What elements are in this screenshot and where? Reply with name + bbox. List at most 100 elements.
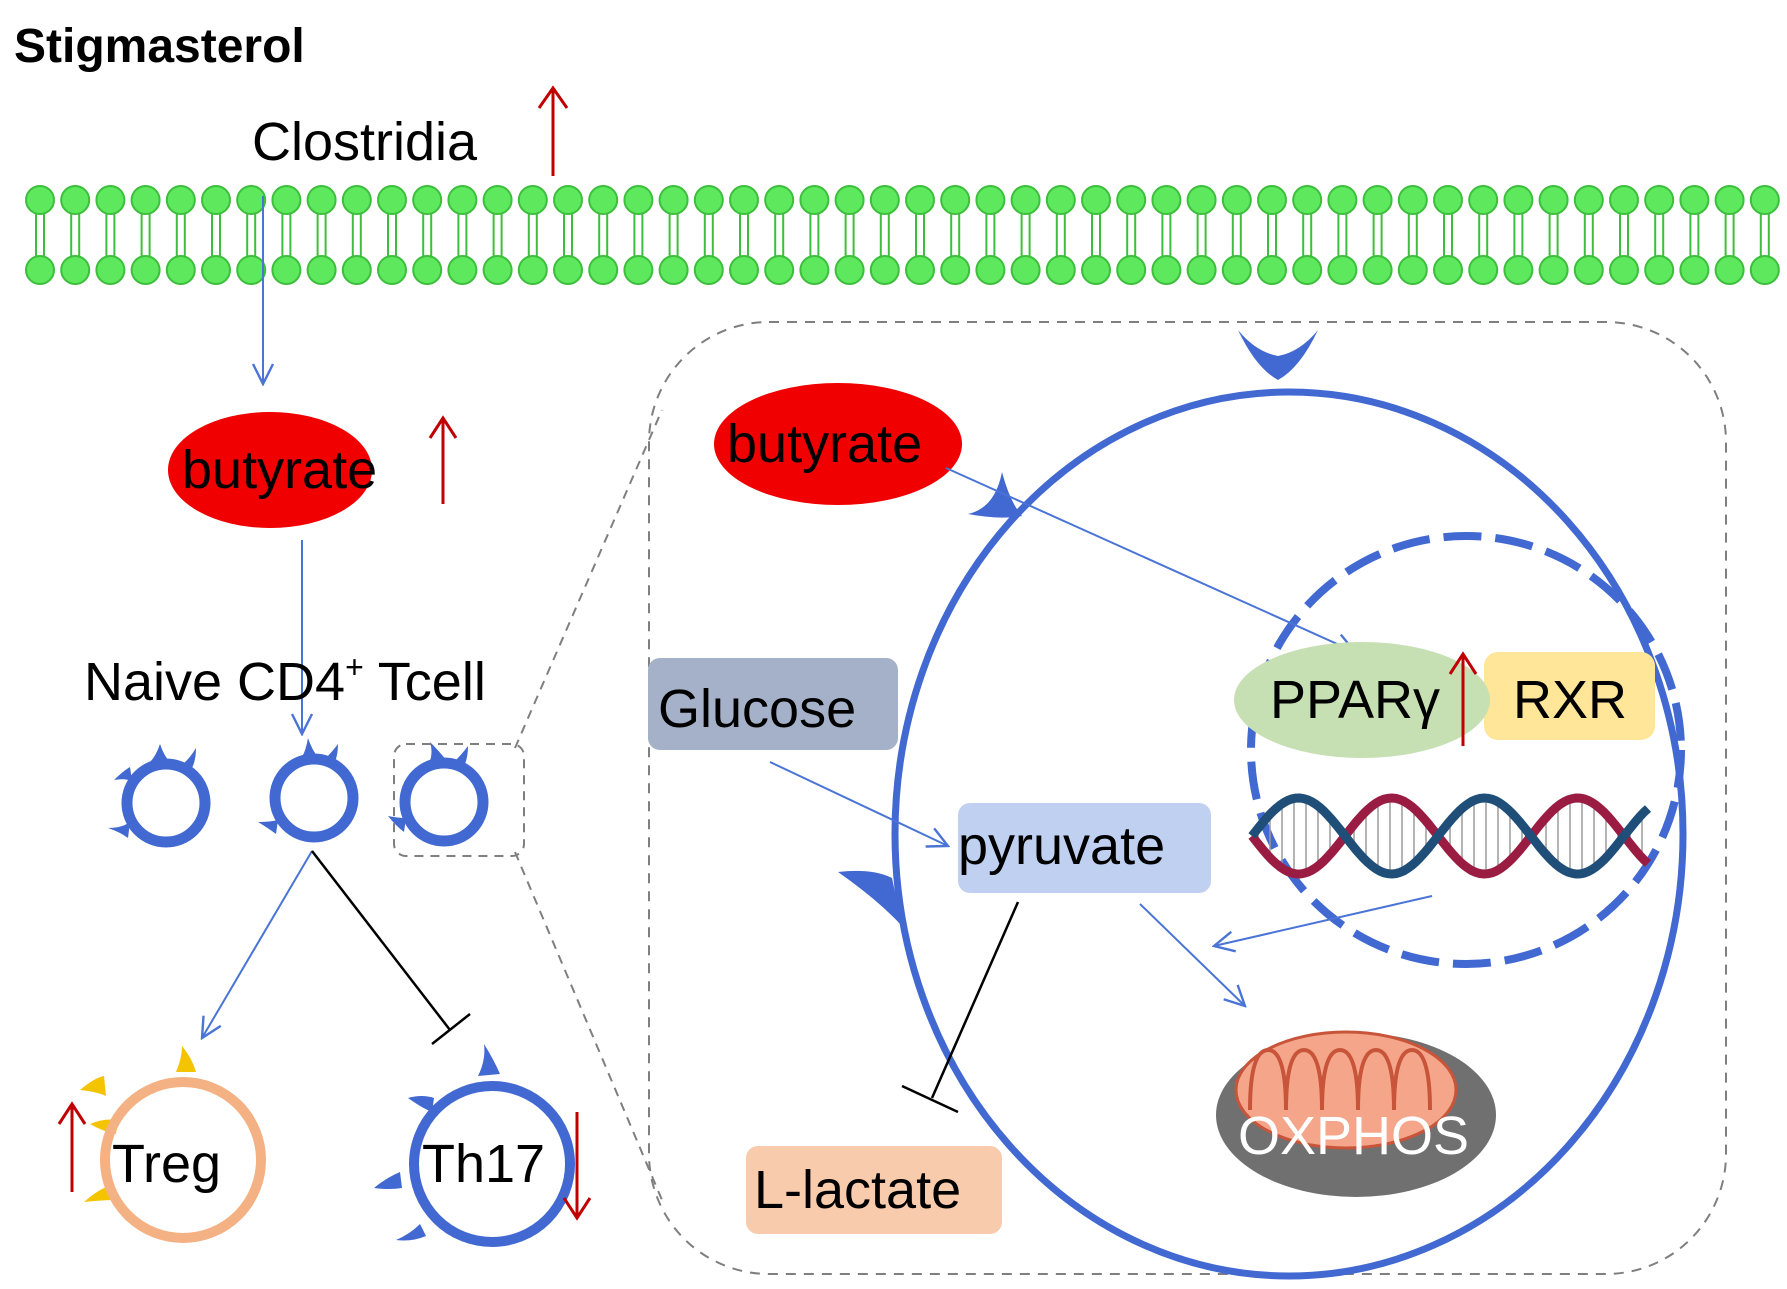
butyrate-to-ppar-arrow [945, 467, 1355, 652]
receptor-top [1238, 330, 1318, 380]
lipid-pair [1538, 185, 1569, 285]
lipid-pair [165, 185, 196, 285]
lipid-pair [482, 185, 513, 285]
treg-cell [80, 1046, 266, 1243]
ppar-ellipse [1234, 642, 1490, 758]
naive-to-treg-arrow [202, 850, 313, 1038]
lipid-pair [377, 185, 407, 285]
lipid-pair [60, 185, 91, 285]
lipid-pair [1573, 185, 1604, 285]
lipid-pair [1081, 185, 1111, 285]
naive-t-cell-1 [108, 744, 211, 848]
zoom-source-box [393, 743, 525, 857]
l-lactate-box [746, 1146, 1002, 1234]
naive-label-sup: + [345, 649, 364, 685]
up-arrow-icon [57, 1101, 87, 1192]
naive-label-suffix: Tcell [364, 652, 486, 712]
lipid-pair [1503, 185, 1534, 285]
lipid-pair [1679, 185, 1710, 285]
ppar-label: PPARγ [1270, 670, 1440, 730]
lipid-pair [1327, 185, 1358, 285]
lipid-pair [517, 185, 548, 285]
butyrate-label-left: butyrate [182, 440, 377, 500]
lipid-pair [729, 185, 759, 285]
pyruvate-box [958, 803, 1211, 893]
lipid-pair [658, 185, 689, 285]
diagram-title: Stigmasterol [14, 20, 305, 73]
lipid-pair [447, 185, 478, 285]
lipid-pair [588, 185, 619, 285]
clostridia-label: Clostridia [252, 112, 478, 172]
down-arrow-icon [562, 1112, 592, 1221]
lipid-pair [1010, 185, 1041, 285]
up-arrow-icon [537, 85, 569, 176]
lipid-pair [236, 185, 267, 285]
zoom-guide-top [514, 409, 663, 749]
glucose-label: Glucose [658, 679, 856, 739]
up-arrow-icon [428, 415, 458, 504]
lipid-pair [95, 185, 126, 285]
lipid-pair [1609, 185, 1639, 285]
pyruvate-label: pyruvate [958, 816, 1165, 876]
lipid-pair [1045, 185, 1076, 285]
lipid-pair [1468, 185, 1499, 285]
dna-strand-a [1248, 793, 1652, 879]
butyrate-ellipse-right [714, 383, 962, 505]
naive-t-cell-3 [388, 742, 489, 847]
glucose-to-pyruvate-arrow [769, 761, 948, 846]
lipid-pair [130, 185, 161, 285]
lipid-pair [940, 185, 971, 285]
th17-label: Th17 [422, 1134, 545, 1194]
lipid-pair [1116, 185, 1147, 285]
lipid-pair [1397, 185, 1428, 285]
rxr-label: RXR [1513, 670, 1627, 730]
butyrate-label-right: butyrate [727, 414, 922, 474]
glucose-box [648, 658, 898, 750]
lipid-pair [1714, 185, 1745, 285]
dna-strand-b [1248, 793, 1652, 879]
oxphos-label: OXPHOS [1238, 1106, 1469, 1166]
receptor-left-upper [968, 472, 1022, 518]
lipid-pair [553, 185, 583, 285]
lipid-pair [905, 185, 935, 285]
dna-to-oxphos-arrow [1214, 895, 1433, 946]
lipid-pair [1362, 185, 1393, 285]
lipid-pair [869, 185, 900, 285]
lipid-pair [25, 185, 55, 285]
lipid-bilayer-icon [25, 185, 1780, 285]
th17-cell [374, 1044, 575, 1247]
nucleus-membrane [1247, 532, 1685, 968]
lipid-pair [623, 185, 654, 285]
lipid-pair [1257, 185, 1287, 285]
lipid-pair [1151, 185, 1182, 285]
lipid-pair [764, 185, 795, 285]
zoom-panel [648, 321, 1727, 1275]
lipid-pair [1749, 185, 1780, 285]
lipid-pair [975, 185, 1006, 285]
rxr-box [1484, 652, 1655, 740]
lipid-pair [271, 185, 302, 285]
lipid-pair [1186, 185, 1217, 285]
lipid-pair [1433, 185, 1463, 285]
lipid-pair [1644, 185, 1675, 285]
l-lactate-label: L-lactate [754, 1160, 961, 1220]
naive-t-cell-2 [258, 738, 359, 843]
lipid-pair [1292, 185, 1323, 285]
treg-label: Treg [112, 1134, 221, 1194]
lipid-pair [412, 185, 443, 285]
naive-to-th17-inhibition [311, 850, 471, 1045]
naive-cd4-tcell-label: Naive CD4+ Tcell [84, 649, 486, 712]
lipid-pair [201, 185, 231, 285]
pyruvate-to-oxphos-arrow [1139, 903, 1245, 1006]
lipid-pair [341, 185, 372, 285]
receptor-left-lower [838, 870, 902, 926]
lipid-pair [799, 185, 830, 285]
mitochondrion-icon [1216, 1030, 1496, 1197]
t-cell-membrane [891, 388, 1687, 1280]
lipid-pair [1221, 185, 1252, 285]
butyrate-ellipse-left [168, 412, 372, 528]
dna-helix-icon [1248, 793, 1652, 879]
lipid-pair [306, 185, 337, 285]
